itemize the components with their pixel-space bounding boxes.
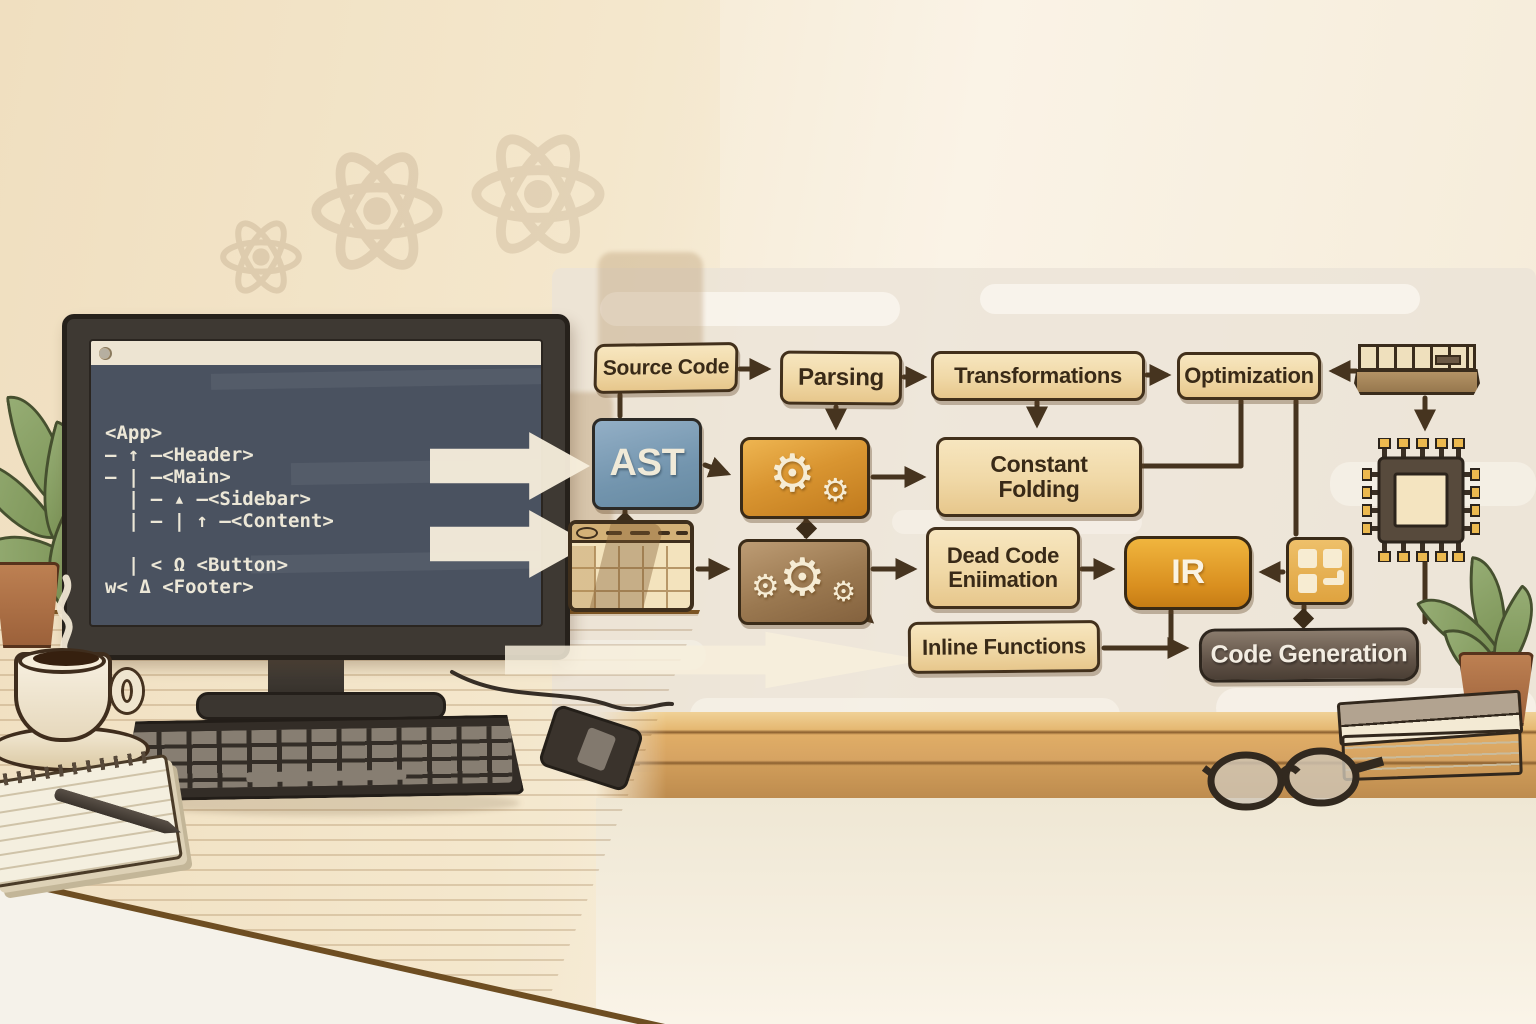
header-dash [630, 531, 650, 535]
floor-right [596, 798, 1536, 1024]
window-panes-icon [1286, 537, 1352, 605]
cup-handle [112, 670, 142, 712]
pane [1323, 578, 1344, 585]
parser-gears-box: ⚙ ⚙ [740, 437, 870, 519]
coffee-cup [14, 648, 142, 742]
node-optimization: Optimization [1177, 352, 1321, 400]
node-label: Optimization [1184, 362, 1314, 388]
gear-icon: ⚙ [751, 567, 780, 605]
table-grid [572, 546, 690, 608]
spacebar [246, 770, 406, 783]
node-label: Source Code [602, 355, 730, 381]
node-ast: AST [592, 418, 702, 510]
coffee [33, 651, 99, 666]
header-dash [606, 531, 622, 535]
gear-icon: ⚙ [831, 575, 857, 608]
header-dash [676, 531, 688, 535]
glasses [1202, 747, 1385, 811]
node-code-generation: Code Generation [1198, 627, 1420, 683]
window-titlebar [91, 341, 541, 365]
cpu-chip-icon [1362, 438, 1480, 562]
window-maximize-dot-icon [99, 347, 110, 359]
react-logo-watermark-icon [471, 134, 605, 254]
code-line: – | –<Main> [105, 466, 231, 488]
potted-plant-left [0, 386, 121, 656]
node-label: Parsing [797, 363, 885, 392]
node-label: IR [1171, 553, 1205, 592]
plant-pot [0, 562, 60, 648]
symbol-table-icon [568, 520, 694, 612]
ram-chips [1358, 344, 1476, 371]
code-line: | – | ↑ –<Content> [105, 510, 334, 532]
coffee-steam [56, 574, 74, 660]
node-label: Transformations [954, 362, 1122, 388]
gear-icon: ⚙ [779, 548, 826, 608]
cup-rim [18, 648, 106, 674]
node-label: Constant Folding [990, 450, 1088, 502]
pane [1298, 549, 1317, 568]
header-dash [658, 531, 670, 535]
doodle-icon [576, 527, 598, 539]
node-constant-folding: Constant Folding [936, 437, 1142, 517]
monitor-stand-base [196, 692, 446, 720]
keyboard-keys [132, 726, 513, 790]
gear-icon: ⚙ [769, 444, 816, 504]
node-parsing: Parsing [779, 350, 903, 406]
ram-slot [1435, 355, 1461, 365]
node-label: Dead Code Eniimation [946, 542, 1060, 592]
node-label: Code Generation [1210, 639, 1408, 669]
node-label: AST [609, 442, 685, 485]
table-header [572, 524, 690, 543]
ram-board [1354, 369, 1480, 395]
node-transformations: Transformations [931, 351, 1145, 401]
react-logo-watermark-icon [220, 220, 302, 294]
node-source-code: Source Code [593, 341, 739, 395]
react-logo-watermark-icon [311, 152, 443, 270]
code-line: | – ▴ –<Sidebar> [105, 488, 311, 510]
node-label: Inline Functions [921, 633, 1087, 660]
node-dead-code-elimination: Dead Code Eniimation [926, 527, 1080, 609]
cloud-strip [600, 292, 900, 326]
transform-gears-box: ⚙ ⚙ ⚙ [738, 539, 870, 625]
code-line: w< Δ <Footer> [105, 576, 254, 598]
code-line: <App> [105, 422, 163, 444]
gear-icon: ⚙ [821, 471, 850, 509]
editor-body: 1 6 9 3 13 23 13 38 1 <App> – ↑ –<Header… [91, 365, 541, 625]
pane [1298, 574, 1317, 593]
node-inline-functions: Inline Functions [907, 619, 1101, 675]
cloud-strip [980, 284, 1420, 314]
pane [1337, 570, 1344, 585]
keyboard [119, 714, 524, 801]
node-ir: IR [1124, 536, 1252, 610]
memory-module-icon [1354, 344, 1480, 398]
pane [1323, 549, 1342, 568]
monitor: 1 6 9 3 13 23 13 38 1 <App> – ↑ –<Header… [62, 314, 570, 660]
mouse-highlight [576, 727, 618, 773]
code-line: – ↑ –<Header> [105, 444, 254, 466]
code-area: <App> – ↑ –<Header> – | –<Main> | – ▴ –<… [91, 365, 334, 618]
code-line: | < Ω <Button> [105, 554, 289, 576]
